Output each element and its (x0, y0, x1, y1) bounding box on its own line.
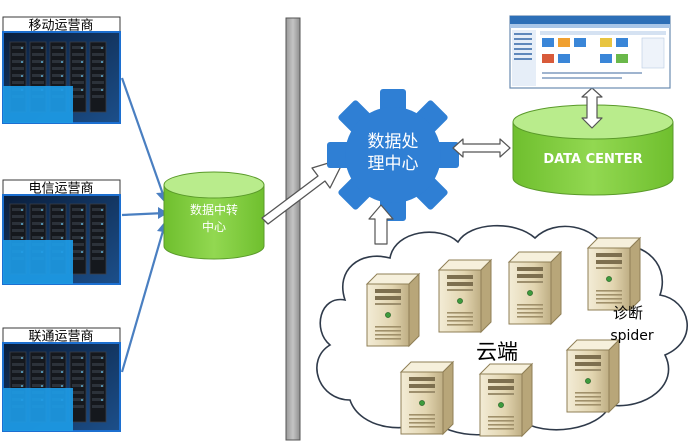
data-hub-label-line1: 数据中转 (190, 202, 238, 217)
processing-datacenter-double-arrow (452, 138, 511, 158)
processing-center-label-line1: 数据处 (368, 132, 419, 152)
cloud-label: 云端 (476, 340, 518, 364)
hub-to-processing-arrow (261, 157, 346, 225)
carrier-unicom: 联通运营商 (2, 327, 121, 432)
data-hub-label-line2: 中心 (202, 219, 226, 234)
server-tower-icon (438, 259, 492, 333)
processing-center-gear: 数据处 理中心 (327, 89, 459, 221)
connector-unicom (120, 223, 167, 373)
firewall-wall (285, 17, 301, 441)
cloud-to-processing-arrow (368, 204, 394, 245)
server-tower-icon (587, 237, 641, 311)
server-tower-icon (400, 361, 454, 435)
carrier-mobile: 移动运营商 (2, 16, 121, 124)
data-hub-cylinder: 数据中转 中心 (163, 171, 265, 260)
server-tower-icon (508, 251, 562, 325)
monitoring-web-screenshot (509, 15, 671, 89)
carrier-mobile-label: 移动运营商 (28, 19, 93, 34)
data-center-label: DATA CENTER (543, 152, 642, 167)
connector-telecom (121, 211, 166, 217)
diagnosis-label-line2: spider (610, 328, 654, 344)
diagnosis-label-line1: 诊断 (613, 304, 643, 322)
server-tower-icon (366, 273, 420, 347)
carrier-telecom-label: 电信运营商 (28, 182, 93, 197)
monitor-datacenter-double-arrow (581, 87, 603, 129)
connector-mobile (120, 77, 167, 201)
carrier-connectors (120, 77, 167, 373)
carrier-telecom: 电信运营商 (2, 179, 121, 285)
carrier-unicom-label: 联通运营商 (28, 330, 93, 345)
processing-center-label-line2: 理中心 (368, 154, 419, 174)
server-tower-icon (566, 339, 620, 413)
server-tower-icon (479, 363, 533, 437)
